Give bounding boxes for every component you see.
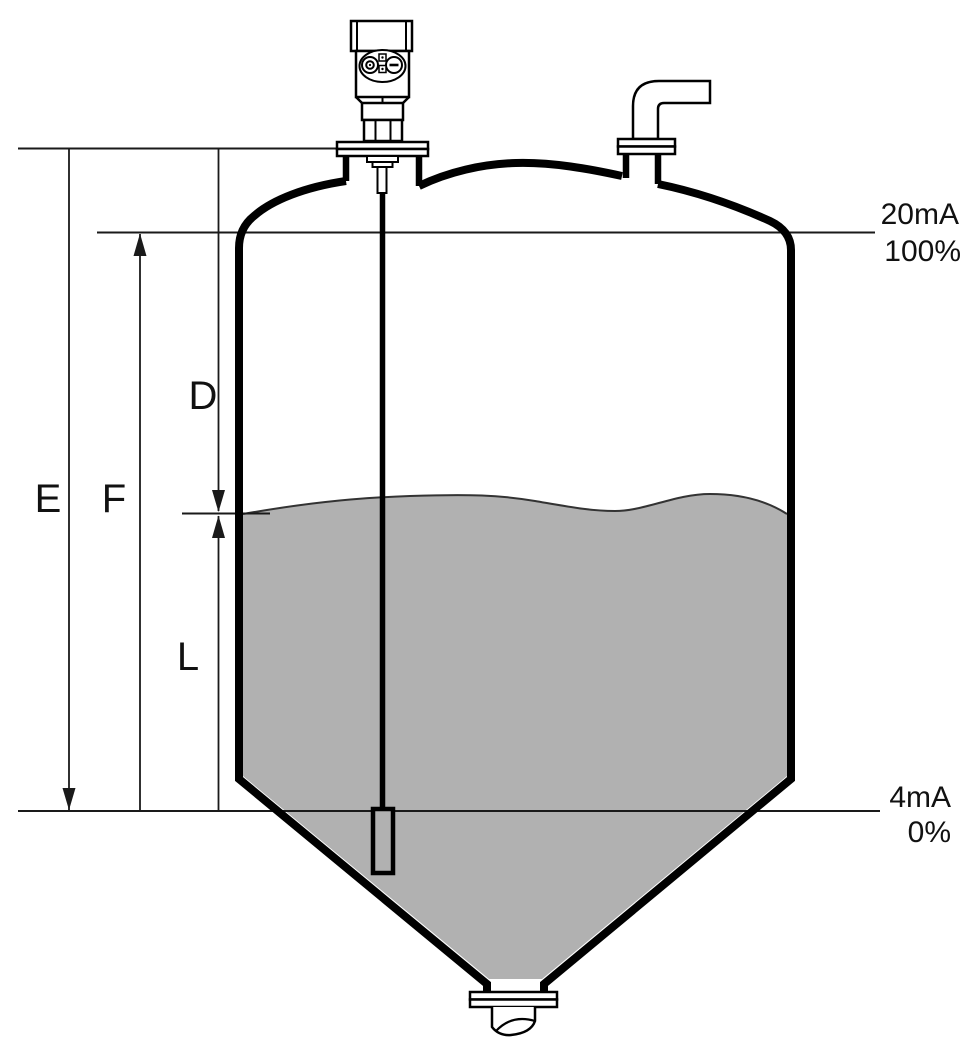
hex-nut [362, 118, 404, 143]
probe-rod [376, 166, 388, 194]
outlet-pipe-mouth [495, 1017, 536, 1032]
probe-weight [370, 806, 396, 876]
inlet-pipe [616, 79, 712, 156]
level-transmitter [335, 19, 430, 194]
label-0-percent: 0% [908, 816, 951, 849]
label-20ma: 20mA [881, 198, 959, 231]
dim-arrow-d-down [212, 490, 225, 512]
liquid-surface-wave [242, 492, 788, 515]
inlet-elbow-body [631, 79, 712, 141]
dim-label-d: D [189, 374, 218, 418]
faceplate-screw-bottom-dot-icon [381, 67, 384, 71]
bottom-flange-lower [468, 998, 559, 1009]
faceplate-screw-top-dot-icon [381, 56, 384, 59]
label-4ma: 4mA [889, 781, 951, 814]
dim-label-f: F [102, 477, 126, 521]
dim-label-l: L [177, 635, 199, 679]
device-nozzle-walls [342, 153, 423, 186]
inlet-flange-lower [616, 145, 677, 156]
liquid-fill [243, 494, 787, 979]
mounting-flange-lower [335, 147, 430, 158]
dim-arrow-l-up [212, 515, 225, 538]
tank-dome-center [417, 158, 623, 190]
tank-shell-right [540, 180, 795, 993]
transmitter-cap [349, 19, 414, 53]
bottom-outlet [468, 990, 559, 1037]
display-dial-dot-icon [368, 63, 372, 67]
process-connection-neck [360, 101, 405, 122]
label-100-percent: 100% [884, 235, 961, 268]
dim-arrow-e-down [62, 788, 76, 810]
dim-label-e: E [35, 477, 62, 521]
inlet-nozzle-walls [622, 152, 662, 184]
dim-arrow-f-up [133, 233, 147, 256]
tank-shell-left [235, 177, 491, 993]
